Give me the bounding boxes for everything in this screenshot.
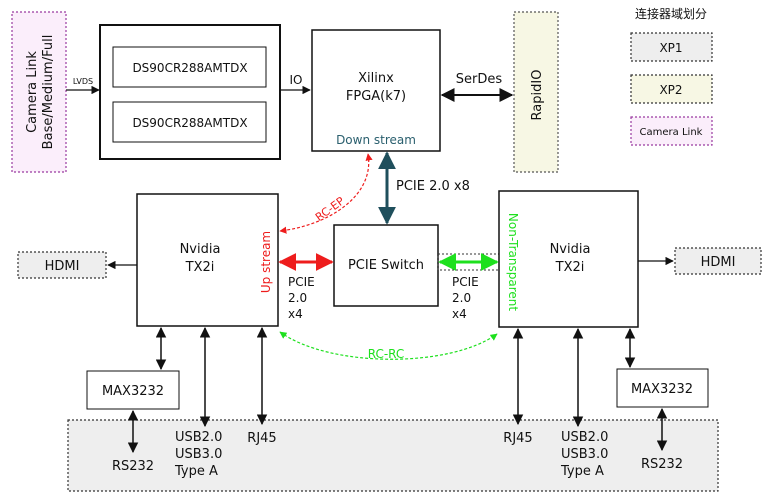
legend-camera-link-label: Camera Link	[640, 127, 703, 138]
pcie-right-label-3: x4	[452, 307, 467, 321]
pcie-switch-label: PCIE Switch	[348, 258, 424, 273]
pcie-left-label-1: PCIE	[288, 275, 315, 289]
usb-left-label-3: Type A	[174, 464, 218, 479]
rj45-left-label: RJ45	[247, 431, 276, 446]
fpga-model-label: FPGA(k7)	[346, 89, 406, 104]
rs232-right-label: RS232	[641, 457, 683, 472]
usb-left-label-2: USB3.0	[175, 447, 222, 462]
legend-xp1-swatch	[630, 32, 713, 62]
usb-right-label-3: Type A	[560, 464, 604, 479]
max3232-right	[616, 368, 709, 408]
rc-rc-label: RC-RC	[368, 347, 405, 361]
tx2i-left	[136, 193, 279, 327]
camera-link-label: Camera Link	[25, 51, 40, 133]
rj45-right-label: RJ45	[503, 431, 532, 446]
usb-right-label-1: USB2.0	[561, 430, 608, 445]
lvds-label: LVDS	[73, 77, 93, 86]
tx2i-right-vendor-label: Nvidia	[550, 242, 591, 257]
ds-chip-1-label: DS90CR288AMTDX	[132, 61, 247, 75]
legend-camera-link-swatch	[630, 116, 713, 146]
ds-chip-1	[112, 46, 267, 88]
down-stream-label: Down stream	[336, 133, 416, 147]
hdmi-right-connector	[674, 247, 762, 275]
non-transparent-label: Non-Transparent	[506, 213, 520, 311]
max3232-right-label: MAX3232	[631, 382, 693, 397]
ds-chip-2	[112, 101, 267, 143]
tx2i-left-model-label: TX2i	[185, 260, 215, 275]
pcie-x8-label: PCIE 2.0 x8	[396, 179, 470, 194]
usb-left-label-1: USB2.0	[175, 430, 222, 445]
camera-link-connector	[11, 11, 67, 173]
rs232-left-label: RS232	[112, 459, 154, 474]
camera-link-modes-label: Base/Medium/Full	[41, 35, 56, 150]
serdes-label: SerDes	[456, 72, 503, 87]
pcie-switch	[333, 224, 439, 307]
pcie-right-label-1: PCIE	[452, 275, 479, 289]
ds-chip-2-label: DS90CR288AMTDX	[132, 116, 247, 130]
rc-ep-label: RC-EP	[313, 194, 347, 224]
fpga-block	[311, 29, 441, 152]
legend-title: 连接器域划分	[635, 6, 707, 21]
fpga-vendor-label: Xilinx	[358, 71, 394, 86]
pcie-right-label-2: 2.0	[452, 291, 471, 305]
max3232-left	[86, 370, 180, 410]
rc-rc-link	[279, 331, 498, 360]
legend-xp2-label: XP2	[659, 83, 682, 97]
hdmi-left-label: HDMI	[45, 259, 80, 274]
io-label: IO	[290, 73, 303, 87]
up-stream-label: Up stream	[259, 231, 273, 293]
tx2i-right	[498, 190, 639, 328]
legend-xp2-swatch	[630, 74, 713, 104]
hdmi-left-connector	[17, 251, 107, 279]
legend-xp1-label: XP1	[659, 41, 682, 55]
pcie-left-label-3: x4	[288, 307, 303, 321]
pcie-left-label-2: 2.0	[288, 291, 307, 305]
tx2i-left-vendor-label: Nvidia	[180, 242, 221, 257]
rc-ep-link	[279, 153, 373, 234]
max3232-left-label: MAX3232	[102, 384, 164, 399]
rapidio-connector	[513, 11, 559, 173]
tx2i-right-model-label: TX2i	[555, 260, 585, 275]
usb-right-label-2: USB3.0	[561, 447, 608, 462]
rapidio-label: RapidIO	[530, 70, 545, 121]
hdmi-right-label: HDMI	[701, 255, 736, 270]
xp1-connector-domain	[67, 419, 719, 492]
